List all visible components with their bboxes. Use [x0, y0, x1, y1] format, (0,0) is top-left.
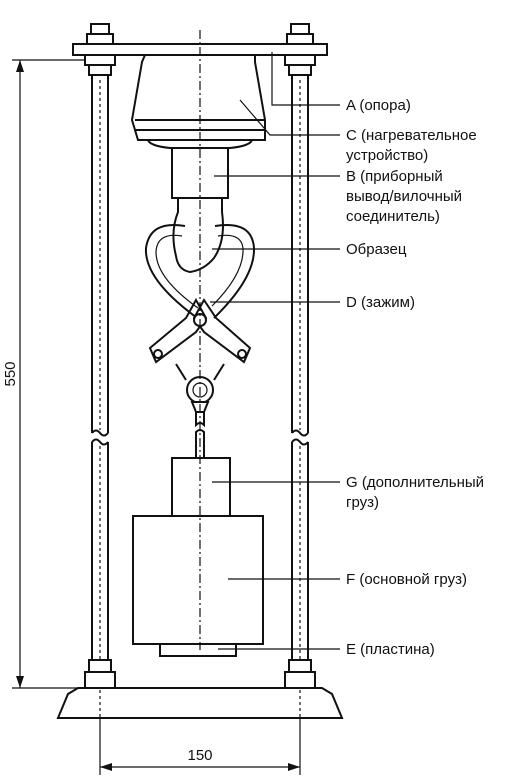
label-plate: E (пластина): [346, 641, 435, 658]
label-terminal-line1: B (приборный: [346, 168, 443, 185]
right-rod: [291, 75, 309, 660]
additional-weight: [171, 457, 231, 517]
plate: [159, 643, 237, 657]
label-main-weight: F (основной груз): [346, 571, 467, 588]
label-terminal-line3: соединитель): [346, 208, 440, 225]
height-dimension-value: 550: [2, 361, 19, 386]
main-weight: [132, 515, 264, 645]
left-rod: [91, 75, 109, 660]
leader-lines: [210, 52, 340, 650]
label-clamp: D (зажим): [346, 294, 415, 311]
height-dimension: 550: [2, 59, 86, 689]
base: [56, 659, 344, 719]
heater-unit: [130, 54, 266, 149]
label-extra-weight-line1: G (дополнительный: [346, 474, 484, 491]
label-heater-line1: C (нагревательное: [346, 127, 477, 144]
label-support: A (опора): [346, 97, 411, 114]
label-heater-line2: устройство): [346, 147, 428, 164]
width-dimension: 150: [99, 718, 301, 775]
width-dimension-value: 150: [187, 747, 212, 764]
label-specimen: Образец: [346, 241, 407, 258]
label-extra-weight-line2: груз): [346, 494, 379, 511]
label-terminal-line2: вывод/вилочный: [346, 188, 462, 205]
